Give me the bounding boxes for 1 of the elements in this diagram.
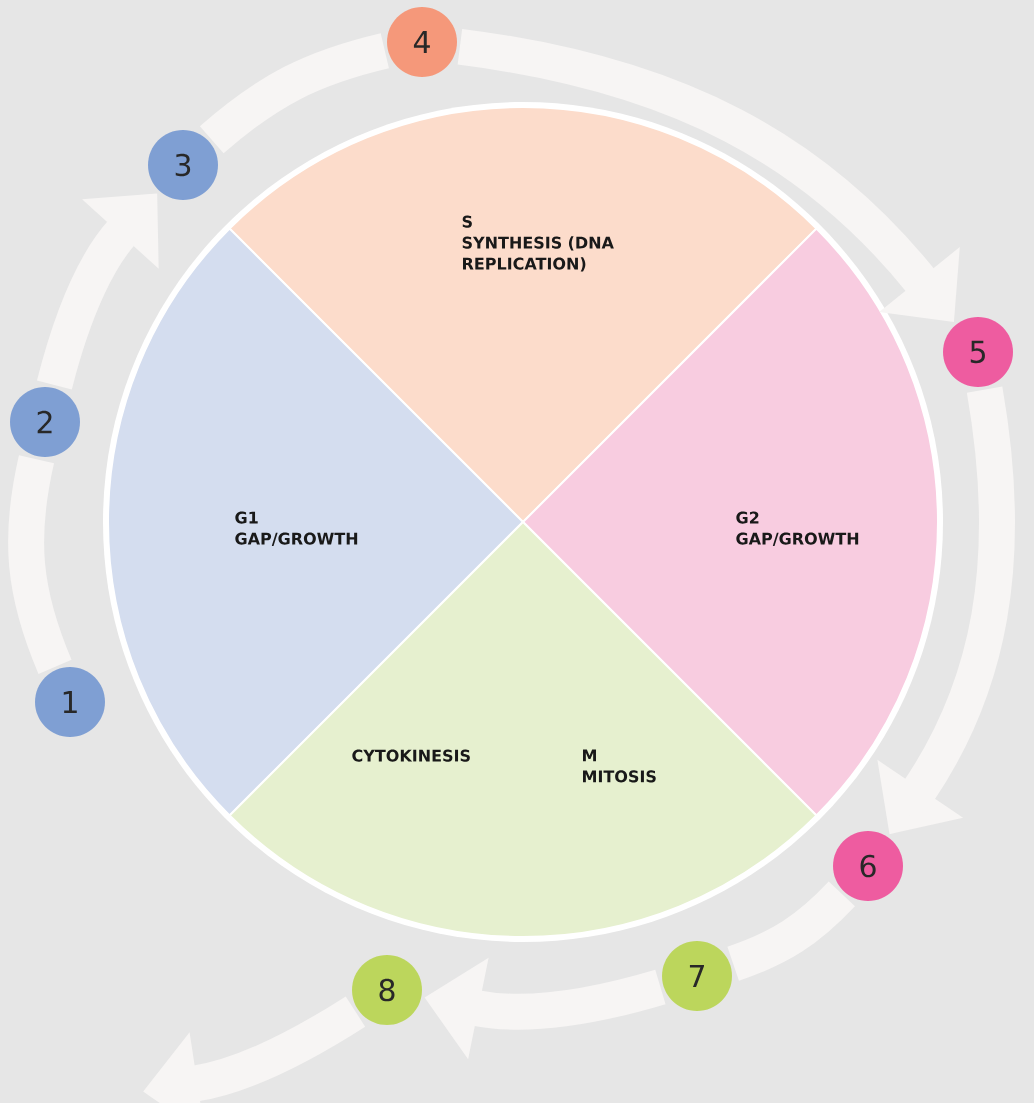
cycle-arrow — [37, 193, 159, 390]
